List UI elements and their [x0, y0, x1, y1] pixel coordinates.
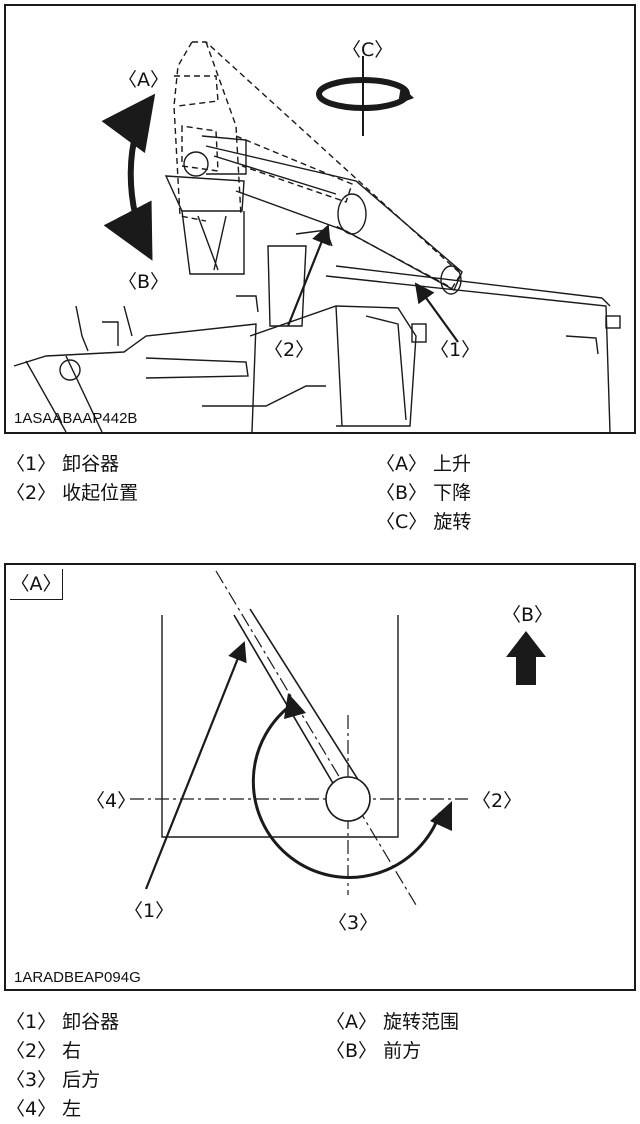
callout-b: 〈B〉 — [502, 604, 553, 626]
legend-label: 右 — [62, 1040, 82, 1062]
callout-2: 〈2〉 — [264, 339, 314, 361]
unloader-arm — [233, 608, 371, 822]
unloader-spout — [164, 175, 245, 212]
legend-label: 左 — [62, 1098, 82, 1120]
legend-item: 〈3〉 后方 — [6, 1066, 119, 1095]
legend-key: 〈C〉 — [376, 511, 428, 533]
legend-label: 旋转 — [433, 511, 472, 533]
arc-arrowhead-end — [430, 801, 452, 831]
figure-1-legend-left: 〈1〉 卸谷器 〈2〉 收起位置 — [6, 450, 138, 508]
legend-key: 〈3〉 — [6, 1069, 57, 1091]
figure-1-legend-right: 〈A〉 上升 〈B〉 下降 〈C〉 旋转 — [376, 450, 471, 537]
figure-2-legend-left: 〈1〉 卸谷器 〈2〉 右 〈3〉 后方 〈4〉 左 — [6, 1008, 119, 1124]
unloader-raised-outline — [173, 41, 462, 289]
rotation-symbol — [316, 56, 414, 136]
raise-lower-arrow — [101, 93, 156, 261]
arc-arrowhead-start — [284, 693, 306, 719]
callout-b: 〈B〉 — [118, 271, 169, 293]
legend-label: 旋转范围 — [383, 1011, 460, 1033]
callout-c: 〈C〉 — [342, 39, 393, 61]
callout-4: 〈4〉 — [86, 790, 136, 812]
legend-item: 〈2〉 右 — [6, 1037, 119, 1066]
leader-lines — [286, 224, 459, 343]
machine-drawing — [13, 41, 621, 432]
legend-item: 〈A〉 旋转范围 — [326, 1008, 459, 1037]
legend-item: 〈A〉 上升 — [376, 450, 471, 479]
legend-key: 〈2〉 — [6, 482, 57, 504]
legend-key: 〈4〉 — [6, 1098, 57, 1120]
legend-item: 〈2〉 收起位置 — [6, 479, 138, 508]
legend-item: 〈B〉 前方 — [326, 1037, 459, 1066]
legend-key: 〈2〉 — [6, 1040, 57, 1062]
legend-label: 前方 — [383, 1040, 422, 1062]
legend-key: 〈1〉 — [6, 453, 57, 475]
figure-1-frame: 〈A〉 〈B〉 〈C〉 〈2〉 〈1〉 1ASAABAAP442B — [4, 4, 636, 434]
legend-key: 〈A〉 — [376, 453, 427, 475]
legend-label: 卸谷器 — [62, 1011, 120, 1033]
legend-key: 〈B〉 — [376, 482, 428, 504]
legend-label: 下降 — [433, 482, 472, 504]
callout-2: 〈2〉 — [472, 790, 522, 812]
legend-key: 〈1〉 — [6, 1011, 57, 1033]
legend-item: 〈1〉 卸谷器 — [6, 1008, 119, 1037]
machine-outline — [161, 615, 399, 838]
figure-2-code: 1ARADBEAP094G — [14, 969, 141, 986]
legend-label: 后方 — [62, 1069, 101, 1091]
legend-key: 〈B〉 — [326, 1040, 378, 1062]
callout-a: 〈A〉 — [118, 69, 169, 91]
legend-label: 上升 — [433, 453, 472, 475]
legend-item: 〈C〉 旋转 — [376, 508, 471, 537]
legend-label: 卸谷器 — [62, 453, 120, 475]
figure-1-code: 1ASAABAAP442B — [14, 410, 138, 427]
legend-key: 〈A〉 — [326, 1011, 377, 1033]
figure-2-legend-right: 〈A〉 旋转范围 〈B〉 前方 — [326, 1008, 459, 1066]
figure-1-illustration: 〈A〉 〈B〉 〈C〉 〈2〉 〈1〉 — [13, 39, 621, 432]
figure-2-tag: 〈A〉 — [10, 569, 63, 600]
figure-2-diagram: 〈B〉 〈4〉 〈2〉 〈1〉 〈3〉 — [86, 570, 553, 934]
callout-1: 〈1〉 — [124, 900, 174, 922]
legend-item: 〈1〉 卸谷器 — [6, 450, 138, 479]
legend-item: 〈B〉 下降 — [376, 479, 471, 508]
callout-3: 〈3〉 — [328, 912, 378, 934]
legend-label: 收起位置 — [62, 482, 139, 504]
forward-arrow-icon — [506, 631, 546, 685]
callout-1: 〈1〉 — [430, 339, 480, 361]
center-lines — [130, 570, 468, 906]
leader-line-1 — [144, 641, 247, 890]
rotation-range-arc — [251, 701, 442, 879]
figure-2-frame: 〈B〉 〈4〉 〈2〉 〈1〉 〈3〉 〈A〉 1ARADBEAP094G — [4, 563, 636, 991]
legend-item: 〈4〉 左 — [6, 1095, 119, 1124]
cab-body — [249, 305, 417, 427]
